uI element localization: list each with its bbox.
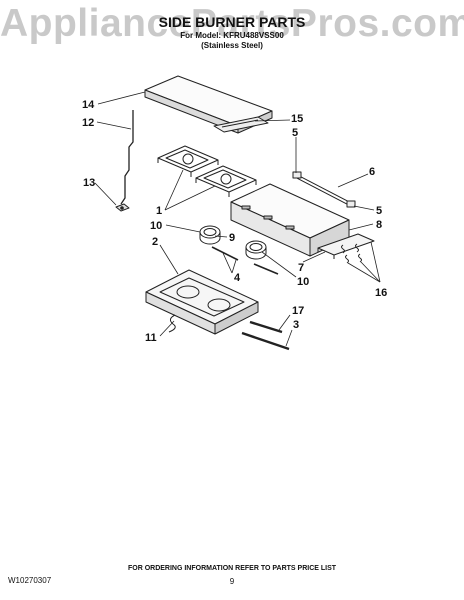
finish-line: (Stainless Steel): [201, 41, 263, 50]
part-wire-lead: [168, 314, 176, 333]
part-burner-base: [145, 269, 259, 335]
part-side-trim: [120, 110, 134, 205]
watermark: AppliancePartsPros.com: [0, 2, 464, 45]
callout-2: 2: [152, 236, 158, 248]
callout-3: 3: [293, 319, 299, 331]
part-rod-long: [241, 331, 290, 351]
part-electrode-right: [253, 263, 279, 275]
part-electrode-left: [211, 246, 239, 261]
part-burner-right: [245, 240, 267, 260]
callout-4: 4: [234, 272, 241, 284]
callout-16: 16: [375, 287, 387, 299]
part-screw: [115, 203, 130, 212]
callout-5-top: 5: [292, 127, 298, 139]
callout-9: 9: [229, 232, 235, 244]
model-line: For Model: KFRU488VSS00: [180, 31, 284, 40]
page-number: 9: [229, 577, 235, 586]
callout-5-right: 5: [376, 205, 382, 217]
part-grate-right: [195, 165, 257, 197]
callout-13: 13: [83, 177, 95, 189]
page-title: SIDE BURNER PARTS: [158, 14, 306, 30]
part-drip-tray: [317, 233, 375, 259]
part-hinge-bracket: [213, 116, 269, 133]
part-rod-short: [249, 320, 283, 334]
callout-10-left: 10: [150, 220, 162, 232]
callout-1: 1: [156, 205, 162, 217]
document-number: W10270307: [8, 576, 52, 585]
callout-6: 6: [369, 166, 375, 178]
part-burner-left: [199, 225, 221, 245]
callout-14: 14: [82, 99, 95, 111]
callout-8: 8: [376, 219, 382, 231]
callout-7: 7: [298, 262, 304, 274]
callout-17: 17: [292, 305, 304, 317]
part-handle: [292, 171, 356, 208]
callout-12: 12: [82, 117, 94, 129]
ordering-note: FOR ORDERING INFORMATION REFER TO PARTS …: [127, 565, 337, 572]
part-grate-left: [157, 145, 219, 177]
part-springs: [341, 243, 362, 264]
callout-10-right: 10: [297, 276, 309, 288]
callout-11: 11: [145, 332, 157, 344]
leader-lines: [94, 91, 381, 347]
callout-15: 15: [291, 113, 303, 125]
